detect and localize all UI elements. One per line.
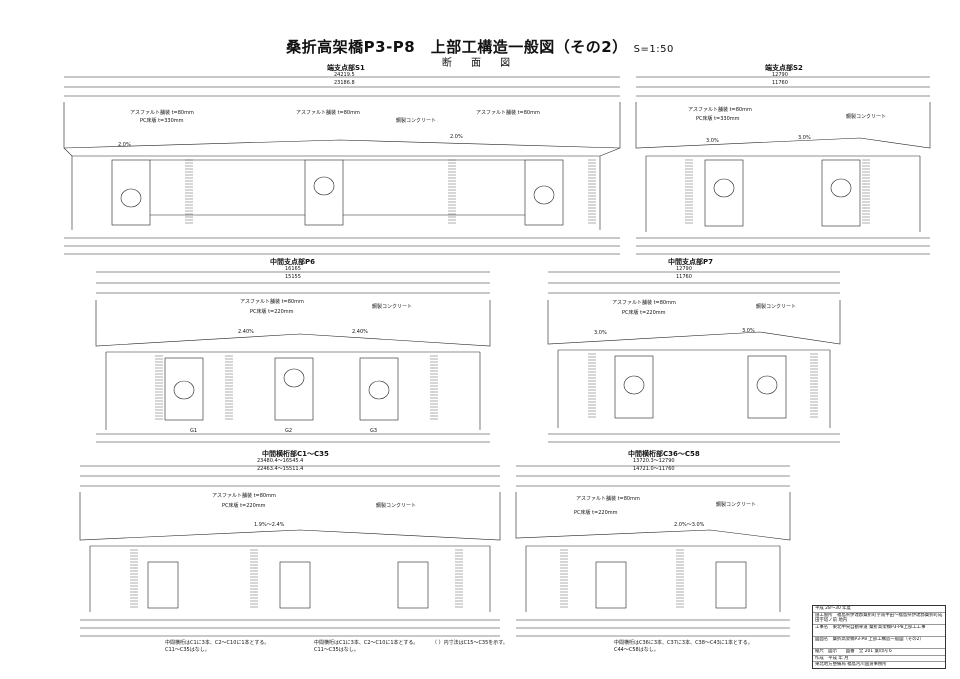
callout-asphalt-c36: アスファルト舗装 t=80mm	[576, 496, 640, 502]
section-c36-outline	[515, 465, 791, 637]
title-block: 平成 28～30 年度 施工箇所 福島県伊達郡桑折町字南半田～福島県伊達郡桑折町…	[812, 605, 946, 669]
slope-p7-right: 3.0%	[742, 328, 755, 334]
section-label-s1: 端支点部S1	[327, 64, 365, 72]
callout-steel-p7: 鋼製コンクリート	[756, 304, 797, 310]
dim-s1-b: 23186.8	[334, 80, 355, 86]
callout-pcslab-s1: PC床版 t=330mm	[140, 118, 184, 124]
callout-asphalt-s1b: アスファルト舗装 t=80mm	[296, 110, 360, 116]
tb-row-3: 図面名 桑折高架橋P3-P8 上部工構造一般図（その2）	[813, 637, 945, 650]
slope-s1-right: 2.0%	[450, 134, 463, 140]
callout-pcslab-p7: PC床版 t=220mm	[622, 310, 666, 316]
dim-c36-a: 13720.3～12790	[633, 458, 675, 464]
callout-asphalt-p7: アスファルト舗装 t=80mm	[612, 300, 676, 306]
tb-row-6: 東北地方整備局 福島河川国道事務所	[815, 662, 887, 668]
dim-c1-a: 23480.4～16545.4	[257, 458, 304, 464]
callout-steel-s2: 鋼製コンクリート	[846, 114, 887, 120]
callout-steel-c1: 鋼製コンクリート	[376, 503, 417, 509]
callout-asphalt-s2: アスファルト舗装 t=80mm	[688, 107, 752, 113]
tb-row-4: 縮尺 図示 図番 全 201 葉の内 6	[813, 649, 945, 656]
drawing-title: 桑折高架橋P3-P8 上部工構造一般図（その2） S=1:50	[0, 36, 960, 57]
girder-label-g1: G1	[190, 428, 198, 434]
dim-p7-b: 11760	[676, 274, 692, 280]
callout-steel-p6: 鋼製コンクリート	[372, 304, 413, 310]
girder-label-g2: G2	[285, 428, 293, 434]
slope-s2-right: 3.0%	[798, 135, 811, 141]
callout-asphalt-s1c: アスファルト舗装 t=80mm	[476, 110, 540, 116]
dim-s2-a: 12790	[772, 72, 788, 78]
tb-row-5: 作成 平成 年 月	[813, 656, 945, 663]
section-p7-outline	[547, 271, 841, 443]
tb-row-2: 工事名 東北中央自動車道 桑折高架橋P3-P8上部工工事	[813, 625, 945, 637]
callout-pcslab-s2: PC床版 t=330mm	[696, 116, 740, 122]
callout-asphalt-p6: アスファルト舗装 t=80mm	[240, 299, 304, 305]
scale-text: S=1:50	[633, 44, 674, 55]
girder-label-g3: G3	[370, 428, 378, 434]
callout-pcslab-p6: PC床版 t=220mm	[250, 309, 294, 315]
dim-s2-b: 11760	[772, 80, 788, 86]
section-s2-outline	[635, 76, 931, 255]
section-label-p6: 中間支点部P6	[270, 258, 316, 266]
section-s1-outline	[63, 76, 621, 255]
section-label-c36: 中間横桁部C36～C58	[628, 450, 700, 458]
callout-steel-s1: 鋼製コンクリート	[396, 118, 437, 124]
section-p6-outline	[95, 271, 491, 443]
note-c1-right: 中間横桁はC1に3本、C2～C10に1本とする。 C11～C35はなし。	[314, 640, 419, 653]
section-c1-outline	[79, 465, 501, 637]
slope-p7-left: 3.0%	[594, 330, 607, 336]
callout-asphalt-s1: アスファルト舗装 t=80mm	[130, 110, 194, 116]
section-label-c1: 中間横桁部C1～C35	[262, 450, 329, 458]
tb-row-1: 施工箇所 福島県伊達郡桑折町字南半田～福島県伊達郡桑折町成田字塔ノ前 地内	[813, 613, 945, 625]
callout-asphalt-c1: アスファルト舗装 t=80mm	[212, 493, 276, 499]
section-label-s2: 端支点部S2	[765, 64, 803, 72]
note-c1-left: 中間横桁はC1に3本、C2～C10に1本とする。 C11～C35はなし。	[165, 640, 270, 653]
callout-pcslab-c36: PC床版 t=220mm	[574, 510, 618, 516]
dim-p6-a: 16165	[285, 266, 301, 272]
section-label-p7: 中間支点部P7	[668, 258, 714, 266]
dim-c36-b: 14721.0～11760	[633, 466, 675, 472]
callout-steel-c36: 鋼製コンクリート	[716, 502, 757, 508]
note-parenthesis: （ ）内寸法はC15～C35を示す。	[432, 640, 508, 646]
dim-s1-a: 24219.5	[334, 72, 355, 78]
note-c36: 中間横桁はC36に3本、C37に3本、C38～C43に1本とする。 C44～C5…	[614, 640, 753, 653]
tb-row-0: 平成 28～30 年度	[813, 606, 945, 613]
dim-c1-b: 22463.4～15511.4	[257, 466, 304, 472]
stiffener-hatching	[130, 159, 870, 608]
dim-p6-b: 15155	[285, 274, 301, 280]
slope-p6-right: 2.40%	[352, 329, 368, 335]
callout-pcslab-c1: PC床版 t=220mm	[222, 503, 266, 509]
slope-c36: 2.0%～3.0%	[674, 522, 705, 528]
slope-c1: 1.9%～2.4%	[254, 522, 285, 528]
slope-s2-left: 3.0%	[706, 138, 719, 144]
slope-p6-left: 2.40%	[238, 329, 254, 335]
section-view-title: 断 面 図	[441, 58, 519, 69]
title-text: 桑折高架橋P3-P8 上部工構造一般図（その2）	[286, 38, 628, 56]
dim-p7-a: 12790	[676, 266, 692, 272]
slope-s1-left: 2.0%	[118, 142, 131, 148]
